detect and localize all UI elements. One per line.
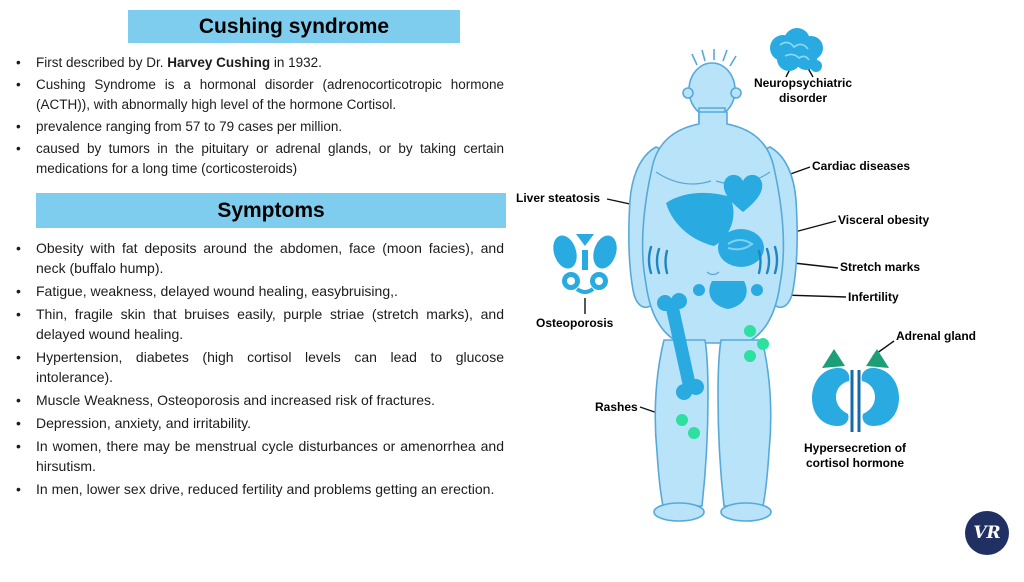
- label-adrenal-gland: Adrenal gland: [896, 329, 977, 343]
- right-kidney: [861, 367, 899, 426]
- organs: [657, 174, 764, 400]
- hair-strokes: [691, 49, 737, 67]
- about-bullet: First described by Dr. Harvey Cushing in…: [14, 53, 504, 73]
- femur-knob: [676, 384, 692, 400]
- label-liver-steatosis: Liver steatosis: [516, 191, 601, 205]
- femur-knob: [688, 379, 704, 395]
- symptoms-heading: Symptoms: [217, 198, 325, 222]
- label-cardiac-diseases: Cardiac diseases: [812, 159, 911, 173]
- info-panel: Cushing syndrome First described by Dr. …: [0, 0, 512, 582]
- label-visceral-obesity: Visceral obesity: [838, 213, 930, 227]
- label-hypersecretion-cortisol: Hypersecretion of cortisol hormone: [803, 441, 907, 470]
- about-bullet: prevalence ranging from 57 to 79 cases p…: [14, 117, 504, 137]
- left-foot: [653, 502, 705, 522]
- brain-icon: [770, 28, 823, 72]
- rash-dots: [676, 325, 769, 439]
- about-bullet: caused by tumors in the pituitary or adr…: [14, 139, 504, 179]
- symptom-bullet: In men, lower sex drive, reduced fertili…: [14, 479, 504, 499]
- label-infertility: Infertility: [848, 290, 899, 304]
- right-ovary: [751, 284, 763, 296]
- label-stretch-marks: Stretch marks: [840, 260, 921, 274]
- right-leg: [717, 339, 772, 507]
- heart: [723, 174, 763, 212]
- left-ear: [682, 87, 694, 99]
- page-title: Cushing syndrome: [198, 14, 390, 38]
- left-kidney: [812, 367, 850, 426]
- right-ear: [730, 87, 742, 99]
- symptom-bullet: Depression, anxiety, and irritability.: [14, 413, 504, 433]
- right-adrenal-gland: [866, 349, 889, 368]
- about-bullet: Cushing Syndrome is a hormonal disorder …: [14, 75, 504, 115]
- symptom-bullet: Thin, fragile skin that bruises easily, …: [14, 304, 504, 344]
- intestine-detail: [727, 239, 754, 251]
- liver: [666, 192, 734, 246]
- page-title-banner: Cushing syndrome: [128, 10, 460, 43]
- symptom-bullet: Fatigue, weakness, delayed wound healing…: [14, 281, 504, 301]
- uterus: [709, 281, 747, 309]
- label-neuropsychiatric-disorder: Neuropsychiatric disorder: [753, 76, 853, 105]
- kidneys-icon: [812, 349, 899, 432]
- symptoms-heading-banner: Symptoms: [36, 193, 506, 228]
- symptom-bullet: In women, there may be menstrual cycle d…: [14, 436, 504, 476]
- femur-knob: [657, 295, 673, 311]
- left-adrenal-gland: [822, 349, 845, 368]
- symptom-bullet: Muscle Weakness, Osteoporosis and increa…: [14, 390, 504, 410]
- stretch-marks: [647, 245, 779, 275]
- about-list: First described by Dr. Harvey Cushing in…: [0, 53, 512, 179]
- femur-shaft: [665, 299, 697, 395]
- navel: [706, 271, 720, 276]
- label-rashes: Rashes: [595, 400, 638, 414]
- right-foot: [720, 502, 772, 522]
- left-ovary: [693, 284, 705, 296]
- label-osteoporosis: Osteoporosis: [536, 316, 614, 330]
- symptom-bullet: Obesity with fat deposits around the abd…: [14, 238, 504, 278]
- pelvis-icon: [553, 234, 617, 294]
- symptoms-list: Obesity with fat deposits around the abd…: [0, 238, 512, 499]
- symptom-bullet: Hypertension, diabetes (high cortisol le…: [14, 347, 504, 387]
- femur-knob: [671, 293, 687, 309]
- vr-logo: VR: [965, 511, 1009, 555]
